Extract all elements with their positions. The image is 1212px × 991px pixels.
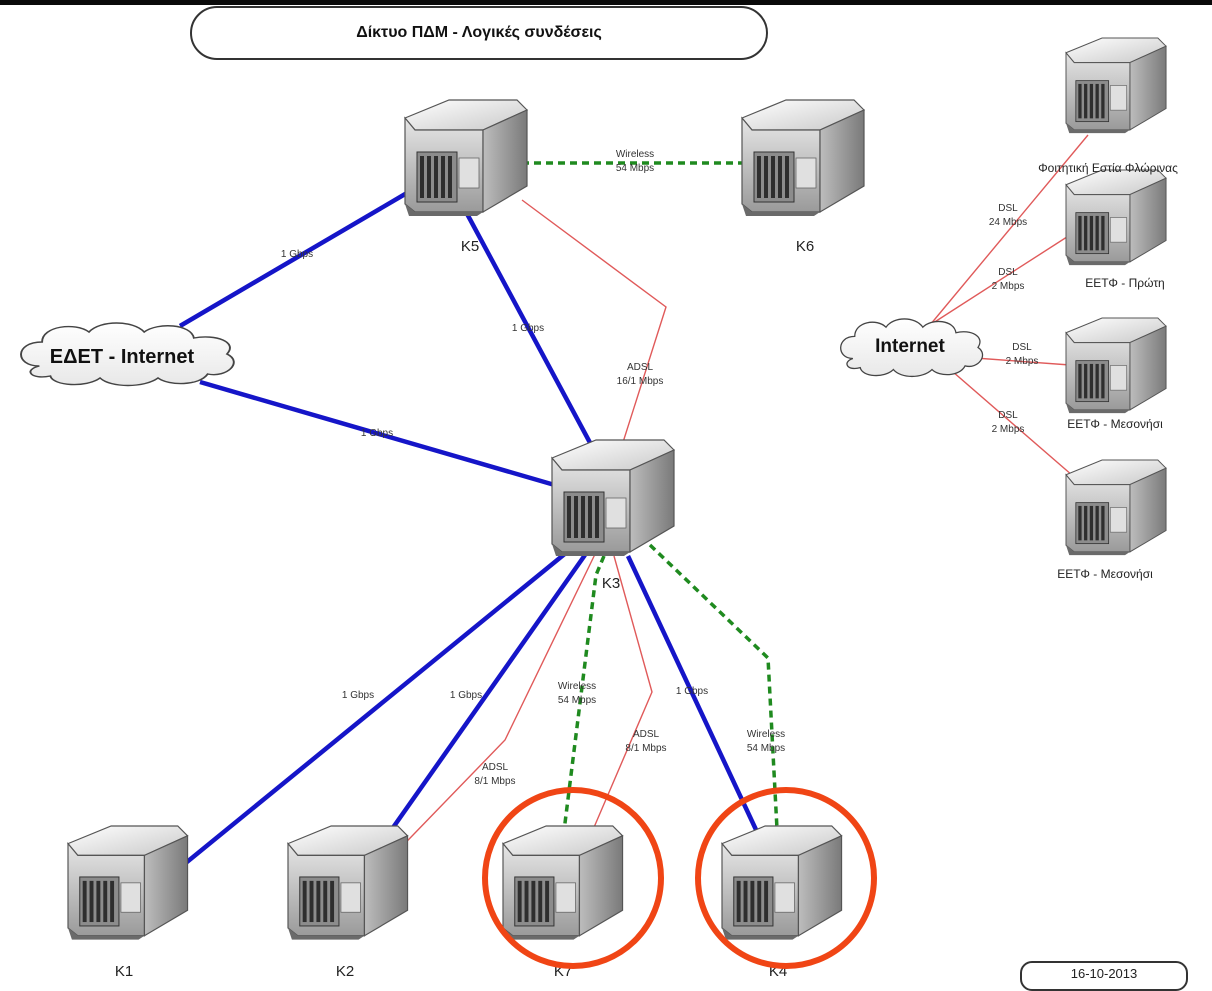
link-label-k3-k7-wireless-line2: 54 Mbps bbox=[558, 695, 596, 706]
link-k3-k2-adsl bbox=[382, 547, 599, 867]
link-label-k5-k3: 1 Gbps bbox=[512, 323, 544, 334]
server-k3 bbox=[551, 439, 675, 557]
link-edet-k5 bbox=[178, 188, 414, 328]
date-label: 16-10-2013 bbox=[1020, 961, 1188, 991]
link-label-k3-k2-adsl-line1: ADSL bbox=[482, 762, 509, 773]
link-label-k5-k6-line2: 54 Mbps bbox=[616, 163, 654, 174]
link-label-k5-k3-adsl-line1: ADSL bbox=[627, 362, 654, 373]
link-label-k5-k6-line1: Wireless bbox=[616, 149, 654, 160]
server-k4 bbox=[721, 825, 843, 941]
server-k2 bbox=[287, 825, 409, 941]
node-label-florina: Φοιτητική Εστία Φλώρινας bbox=[1038, 161, 1178, 175]
node-label-k3: K3 bbox=[602, 575, 620, 592]
link-label-k5-k3-adsl-line2: 16/1 Mbps bbox=[617, 376, 664, 387]
link-labels: Wireless 54 Mbps 1 Gbps 1 Gbps ADSL 16/1… bbox=[281, 149, 1039, 787]
link-label-k3-k7-adsl-line1: ADSL bbox=[633, 729, 660, 740]
top-edge-bar bbox=[0, 0, 1212, 5]
cloud-internet-label: Internet bbox=[875, 336, 945, 357]
link-label-k3-k4-wireless-line1: Wireless bbox=[747, 729, 785, 740]
link-label-inet-florina-line2: 24 Mbps bbox=[989, 217, 1027, 228]
link-label-inet-florina-line1: DSL bbox=[998, 203, 1018, 214]
link-label-k3-k2: 1 Gbps bbox=[450, 690, 482, 701]
link-k5-k3 bbox=[463, 208, 597, 454]
link-k3-k1 bbox=[158, 546, 574, 886]
server-florina bbox=[1065, 37, 1167, 134]
highlight-circle-k4 bbox=[695, 787, 877, 969]
diagram-title: Δίκτυο ΠΔΜ - Λογικές συνδέσεις bbox=[190, 6, 768, 60]
link-edet-k3 bbox=[199, 379, 566, 491]
server-eetf-mesonisi-2 bbox=[1065, 459, 1167, 556]
link-label-k3-k4-wireless-line2: 54 Mbps bbox=[747, 743, 785, 754]
link-k3-k7-adsl bbox=[579, 555, 653, 861]
server-eetf-mesonisi-1 bbox=[1065, 317, 1167, 414]
link-inet-mesonisi-2 bbox=[944, 364, 1081, 483]
link-k5-k3-adsl bbox=[521, 199, 667, 459]
link-label-k3-k7-wireless-line1: Wireless bbox=[558, 681, 596, 692]
link-label-k3-k2-adsl-line2: 8/1 Mbps bbox=[474, 776, 515, 787]
node-labels: K5 K6 K3 K1 K2 K7 K4 bbox=[115, 238, 814, 978]
link-label-k3-k1: 1 Gbps bbox=[342, 690, 374, 701]
node-label-eetf-mesonisi-1: ΕΕΤΦ - Μεσονήσι bbox=[1067, 417, 1163, 431]
node-label-k6: K6 bbox=[796, 238, 814, 255]
node-label-eetf-proti: ΕΕΤΦ - Πρώτη bbox=[1085, 276, 1164, 290]
link-k3-k4 bbox=[625, 555, 761, 835]
link-inet-florina bbox=[929, 134, 1089, 326]
link-k3-k4-wireless bbox=[648, 543, 780, 849]
node-label-k5: K5 bbox=[461, 238, 479, 255]
link-inet-proti bbox=[929, 234, 1071, 326]
link-k3-k2 bbox=[371, 553, 587, 858]
link-k3-k7-wireless bbox=[560, 555, 606, 848]
cloud-edet-label: ΕΔΕΤ - Internet bbox=[50, 346, 195, 368]
link-label-k3-k7-adsl-line2: 8/1 Mbps bbox=[625, 743, 666, 754]
link-label-inet-mesonisi-1-line1: DSL bbox=[1012, 342, 1032, 353]
highlight-circle-k7 bbox=[482, 787, 664, 969]
link-label-inet-proti-line2: 2 Mbps bbox=[992, 281, 1025, 292]
node-label-k2: K2 bbox=[336, 963, 354, 978]
server-k7 bbox=[502, 825, 624, 941]
link-label-inet-mesonisi-1-line2: 2 Mbps bbox=[1006, 356, 1039, 367]
server-k5 bbox=[404, 99, 528, 217]
link-label-inet-mesonisi-2-line2: 2 Mbps bbox=[992, 424, 1025, 435]
link-inet-mesonisi-1 bbox=[974, 357, 1071, 366]
server-eetf-proti bbox=[1065, 169, 1167, 266]
link-label-inet-mesonisi-2-line1: DSL bbox=[998, 410, 1018, 421]
link-label-inet-proti-line1: DSL bbox=[998, 267, 1018, 278]
link-label-edet-k5: 1 Gbps bbox=[281, 249, 313, 260]
server-k1 bbox=[67, 825, 189, 941]
link-label-k3-k4: 1 Gbps bbox=[676, 686, 708, 697]
link-label-edet-k3: 1 Gbps bbox=[361, 428, 393, 439]
server-k6 bbox=[741, 99, 865, 217]
remote-node-labels: Φοιτητική Εστία Φλώρινας ΕΕΤΦ - Πρώτη ΕΕ… bbox=[1038, 161, 1178, 581]
node-label-eetf-mesonisi-2: ΕΕΤΦ - Μεσονήσι bbox=[1057, 567, 1153, 581]
links-layer bbox=[158, 134, 1089, 886]
node-label-k1: K1 bbox=[115, 963, 133, 978]
